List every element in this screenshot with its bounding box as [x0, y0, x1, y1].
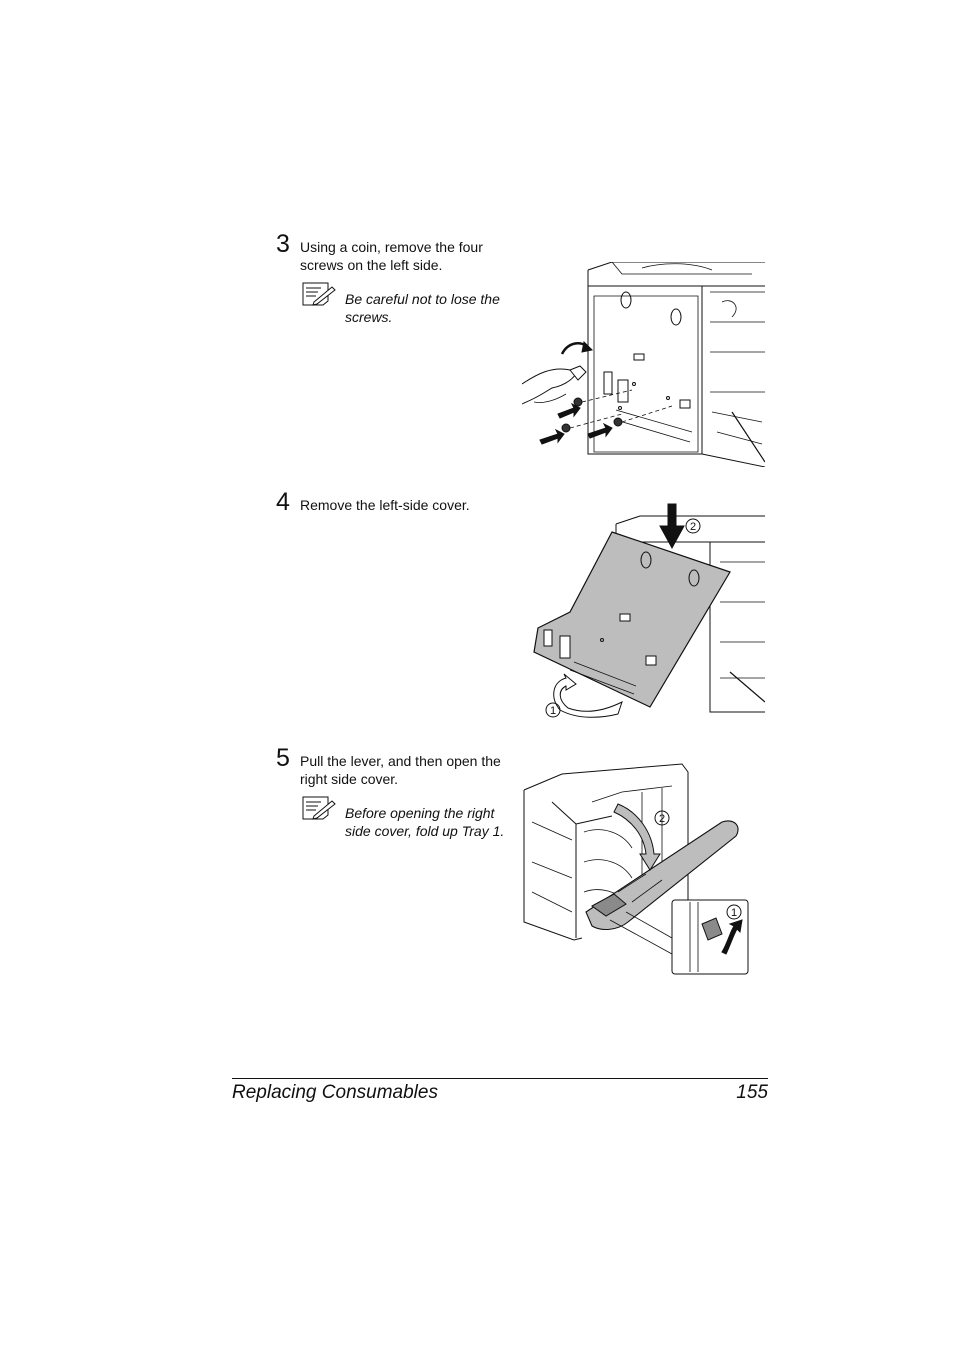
callout-1-label: 1 — [731, 907, 737, 919]
callout-2-label: 2 — [690, 521, 696, 533]
illustration-remove-screws — [522, 262, 765, 467]
step-instruction: Pull the lever, and then open the right … — [300, 753, 501, 787]
callout-2-label: 2 — [659, 813, 665, 825]
footer-page-number: 155 — [736, 1082, 768, 1103]
callout-1-label: 1 — [550, 705, 556, 717]
note-text: Before opening the right side cover, fol… — [345, 805, 505, 839]
step-number: 3 — [276, 230, 290, 258]
note-pencil-icon — [302, 796, 336, 820]
illustration-open-right-cover: 2 1 — [523, 763, 749, 975]
note-text: Be careful not to lose the screws. — [345, 291, 500, 325]
footer-section-title: Replacing Consumables — [232, 1082, 438, 1103]
illustration-remove-cover: 2 1 — [533, 503, 765, 718]
footer-divider — [232, 1078, 768, 1079]
step-number: 5 — [276, 744, 290, 772]
step-instruction: Remove the left-side cover. — [300, 497, 470, 513]
note-pencil-icon — [302, 282, 336, 306]
step-instruction: Using a coin, remove the four screws on … — [300, 239, 483, 273]
step-number: 4 — [276, 488, 290, 516]
